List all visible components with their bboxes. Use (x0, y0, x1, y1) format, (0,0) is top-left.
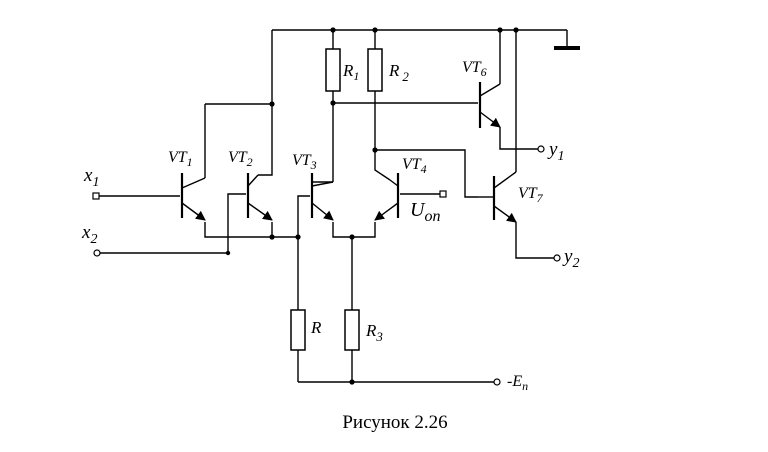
transistor-vt1 (180, 173, 206, 221)
r-label: R (310, 318, 322, 337)
vt1-label: VT1 (168, 149, 193, 169)
junction-dot (349, 234, 355, 240)
y2-terminal (553, 254, 561, 262)
uon-label: Uon (410, 199, 440, 225)
junction-dot (349, 379, 355, 385)
vt2-collector-wire (258, 104, 273, 176)
resistor-r1 (325, 48, 341, 92)
uon-terminal (439, 190, 447, 198)
diff-pair-tail-wire (332, 222, 376, 238)
junction-dot (513, 27, 519, 33)
en-label: -En (507, 373, 528, 393)
r3-label: R3 (365, 321, 383, 344)
vt7-label: VT7 (518, 185, 544, 205)
junction-dot (225, 250, 231, 256)
vt2-label: VT2 (228, 149, 253, 169)
vt4-collector-wire (374, 150, 391, 181)
junction-dot (372, 147, 378, 153)
junction-dot (295, 234, 301, 240)
vt4-label: VT4 (402, 156, 427, 176)
junction-dot (269, 101, 275, 107)
junction-dot (269, 234, 275, 240)
transistor-vt4 (374, 173, 400, 221)
x2-label: x2 (81, 222, 97, 247)
vt3-label: VT3 (292, 152, 317, 172)
y1-terminal (537, 145, 545, 153)
r2-to-vt7-wire (375, 149, 478, 198)
transistor-vt3 (310, 173, 334, 221)
y1-output-wire (499, 127, 538, 150)
y2-label: y2 (562, 246, 579, 271)
transistor-vt6 (478, 82, 501, 128)
vt6-label: VT6 (462, 59, 487, 79)
y1-label: y1 (547, 139, 564, 164)
transistor-vt7 (478, 171, 517, 223)
resistor-r3 (344, 309, 360, 351)
vt12-emitter-bus (204, 222, 298, 238)
x1-label: x1 (83, 165, 99, 190)
transistor-vt2 (246, 173, 273, 221)
resistor-r (290, 309, 306, 351)
junction-dot (330, 100, 336, 106)
x2-terminal (93, 249, 101, 257)
junction-dot (330, 27, 336, 33)
figure-caption: Рисунок 2.26 (342, 412, 447, 433)
junction-dot (497, 27, 503, 33)
x1-terminal (92, 192, 100, 200)
junction-dot (372, 27, 378, 33)
en-terminal (493, 378, 501, 386)
y2-output-wire (515, 222, 554, 259)
x2-input-wire (98, 193, 246, 254)
vt3-base-wire (297, 195, 310, 237)
resistor-r2 (367, 48, 383, 92)
r1-label: R1 (342, 61, 359, 83)
